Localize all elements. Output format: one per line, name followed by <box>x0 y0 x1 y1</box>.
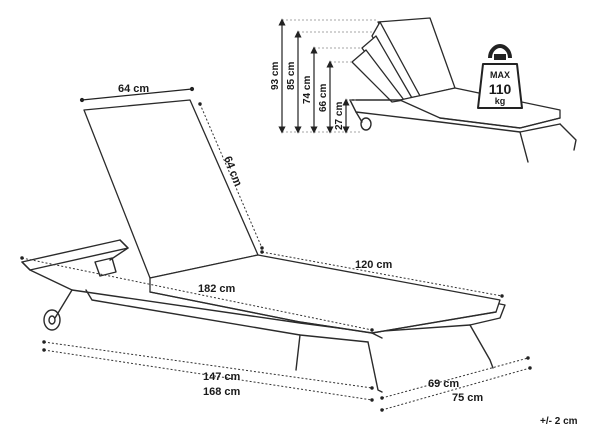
height-label-27: 27 cm <box>334 102 345 130</box>
label-cushion-length: 182 cm <box>198 283 236 295</box>
label-seat-length: 120 cm <box>355 259 393 271</box>
max-load-line2: 110 <box>489 81 512 97</box>
height-arrows <box>278 18 350 134</box>
tolerance-note: +/- 2 cm <box>540 416 578 427</box>
height-label-74: 74 cm <box>302 76 313 104</box>
main-lounger-drawing <box>21 99 506 393</box>
dimension-lines <box>20 86 532 412</box>
height-label-66: 66 cm <box>318 84 329 112</box>
max-load-line3: kg <box>495 96 506 106</box>
max-load-line1: MAX <box>490 70 510 80</box>
inset-recline-drawing <box>349 17 577 163</box>
max-load-weight-icon <box>477 43 523 109</box>
label-frame-width-inner: 69 cm <box>428 378 459 390</box>
height-label-85: 85 cm <box>286 62 297 90</box>
backrest-cushion <box>83 99 259 279</box>
height-label-93: 93 cm <box>270 62 281 90</box>
wheel-icon <box>43 309 61 331</box>
label-backrest-width: 64 cm <box>118 83 149 95</box>
label-frame-width-total: 75 cm <box>452 392 483 404</box>
label-frame-length-inner: 147 cm <box>203 371 241 383</box>
label-frame-length-total: 168 cm <box>203 386 241 398</box>
